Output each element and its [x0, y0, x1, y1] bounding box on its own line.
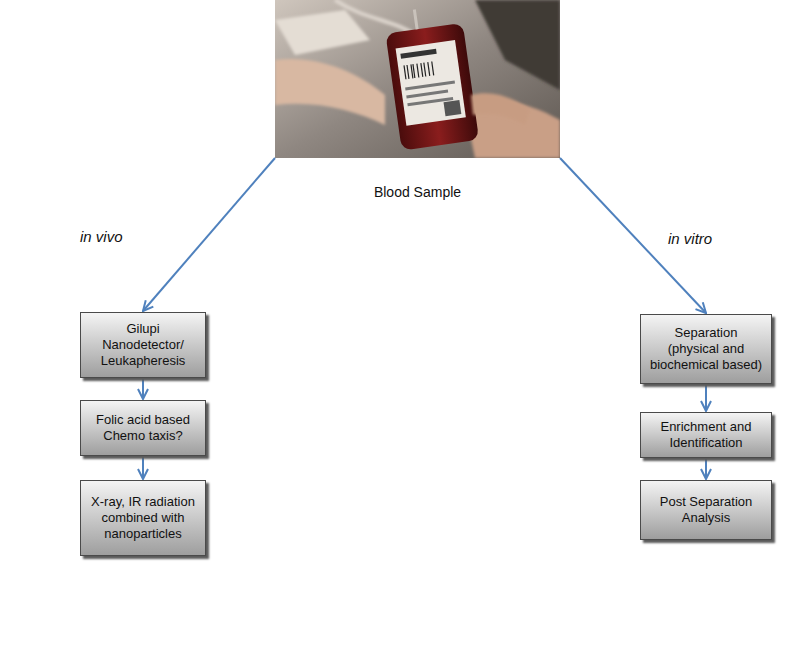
blood-bag-photo [275, 0, 560, 158]
branch-label: in vitro [668, 230, 712, 247]
flow-arrow [705, 458, 707, 479]
image-caption: Blood Sample [275, 184, 560, 200]
flow-arrow [142, 378, 144, 399]
flow-arrow [705, 384, 707, 411]
box-text: Post Separation Analysis [649, 494, 763, 526]
process-box: X-ray, IR radiation combined with nanopa… [80, 480, 206, 556]
box-text: Gilupi Nanodetector/ Leukapheresis [89, 321, 197, 369]
image-node: Blood Sample [275, 0, 560, 158]
box-text: X-ray, IR radiation combined with nanopa… [89, 494, 197, 542]
flow-arrow [143, 158, 275, 311]
process-box: Gilupi Nanodetector/ Leukapheresis [80, 312, 206, 378]
box-text: Folic acid based Chemo taxis? [89, 412, 197, 444]
process-box: Folic acid based Chemo taxis? [80, 400, 206, 456]
box-text: Enrichment and Identification [649, 419, 763, 451]
flow-arrow [142, 456, 144, 479]
process-box: Post Separation Analysis [640, 480, 772, 540]
box-text: Separation (physical and biochemical bas… [649, 325, 763, 373]
process-box: Enrichment and Identification [640, 412, 772, 458]
process-box: Separation (physical and biochemical bas… [640, 314, 772, 384]
branch-label: in vivo [80, 228, 123, 245]
